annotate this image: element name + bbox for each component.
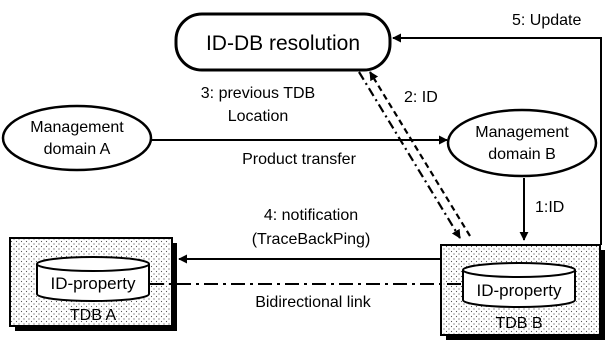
product-transfer-label: Product transfer (242, 151, 357, 168)
management-domain-a-node: Management domain A (1, 104, 153, 172)
bidirectional-link-edge: Bidirectional link (150, 283, 462, 311)
id-db-resolution-label: ID-DB resolution (206, 32, 360, 55)
domain-a-label-line1: Management (30, 119, 124, 136)
management-domain-b-node: Management domain B (446, 108, 598, 178)
tdb-b-name: TDB B (495, 315, 542, 332)
domain-a-label-line2: domain A (44, 141, 111, 158)
notification-label-line1: 4: notification (264, 207, 358, 224)
id-input-edge: 1:ID (519, 178, 564, 241)
bidirectional-link-label: Bidirectional link (255, 294, 372, 311)
id-query-edge: 2: ID (369, 71, 471, 237)
tdb-b-node: ID-property TDB B (440, 244, 605, 340)
previous-location-label-line1: 3: previous TDB (201, 85, 315, 102)
notification-edge: 4: notification (TraceBackPing) (178, 207, 440, 264)
tdb-b-database-icon (462, 262, 576, 308)
tdb-a-db-label: ID-property (50, 274, 136, 293)
id-db-resolution-node: ID-DB resolution (174, 12, 392, 72)
id-query-label: 2: ID (404, 89, 438, 106)
previous-location-label-line2: Location (228, 108, 289, 125)
id-input-label: 1:ID (535, 199, 564, 216)
domain-b-label-line2: domain B (488, 146, 556, 163)
tdb-a-name: TDB A (70, 307, 117, 324)
update-edge-label: 5: Update (512, 12, 581, 29)
update-edge: 5: Update (392, 12, 602, 245)
notification-label-line2: (TraceBackPing) (252, 231, 371, 248)
domain-b-label-line1: Management (475, 124, 569, 141)
product-transfer-edge: Product transfer (151, 135, 448, 168)
tdb-a-node: ID-property TDB A (9, 237, 177, 331)
tdb-b-db-label: ID-property (476, 281, 562, 300)
previous-location-edge: 3: previous TDB Location (201, 71, 461, 239)
tdb-a-database-icon (36, 256, 150, 302)
